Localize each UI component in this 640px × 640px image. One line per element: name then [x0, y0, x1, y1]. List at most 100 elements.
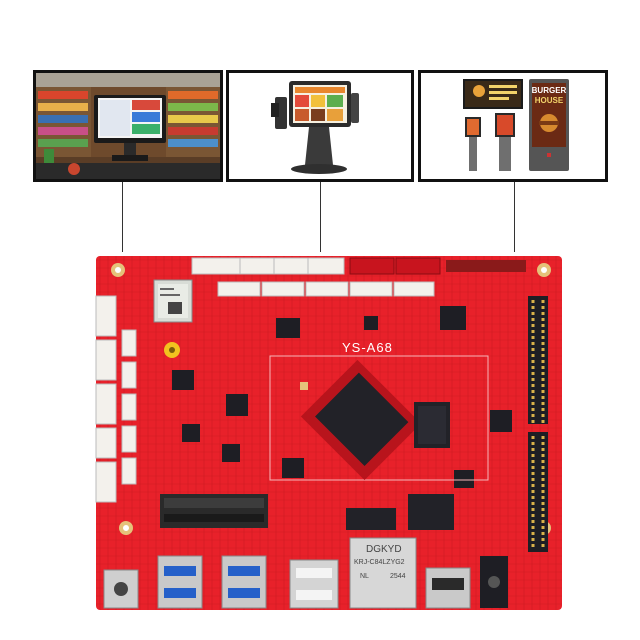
kiosk-scene: BURGER HOUSE: [421, 73, 605, 179]
header-pin: [541, 372, 545, 375]
header-pin: [541, 520, 545, 523]
header-pin: [531, 532, 535, 535]
kiosk-signage-photo: BURGER HOUSE: [418, 70, 608, 182]
header-pin: [531, 496, 535, 499]
dc-power-jack: [103, 569, 139, 609]
emmc-chip: [408, 494, 454, 530]
header-pin: [541, 420, 545, 423]
header-pin: [541, 544, 545, 547]
header-pin: [541, 336, 545, 339]
header-pin: [541, 436, 545, 439]
soc-outline: [269, 355, 489, 481]
header-pin: [541, 384, 545, 387]
header-pin: [531, 478, 535, 481]
connector-line-store: [122, 182, 123, 252]
header-pin: [531, 538, 535, 541]
header-pin: [531, 354, 535, 357]
header-pin: [531, 472, 535, 475]
header-pin: [531, 312, 535, 315]
header-pin: [531, 342, 535, 345]
retail-store-scene: [36, 73, 220, 179]
header-pin: [541, 442, 545, 445]
header-pin: [541, 354, 545, 357]
right-pin-headers: [528, 296, 548, 552]
header-pin: [541, 360, 545, 363]
header-pin: [541, 396, 545, 399]
header-pin: [531, 378, 535, 381]
header-pin: [531, 420, 535, 423]
header-pin: [531, 330, 535, 333]
header-pin: [531, 484, 535, 487]
header-pin: [541, 402, 545, 405]
large-kiosk: [529, 79, 569, 171]
header-pin: [541, 472, 545, 475]
header-pin: [541, 300, 545, 303]
header-pin: [541, 514, 545, 517]
lan-transformer: [346, 508, 396, 530]
header-pin: [541, 348, 545, 351]
header-pin: [541, 526, 545, 529]
header-pin: [531, 520, 535, 523]
header-pin: [541, 312, 545, 315]
signage-text-house: HOUSE: [535, 96, 564, 105]
small-ics: [172, 306, 512, 488]
header-pin: [531, 300, 535, 303]
header-pin: [531, 490, 535, 493]
header-pin: [541, 508, 545, 511]
header-pin: [531, 306, 535, 309]
audio-jack: [480, 556, 508, 608]
header-pin: [541, 490, 545, 493]
header-pin: [531, 466, 535, 469]
header-pin: [531, 526, 535, 529]
header-pin: [531, 502, 535, 505]
header-pin: [541, 478, 545, 481]
header-pin: [541, 466, 545, 469]
hdmi-port: [425, 567, 471, 609]
usb3-port-2: [221, 555, 267, 609]
header-pin: [541, 318, 545, 321]
main-soc-chip: [300, 359, 422, 481]
pos-terminal-photo: [226, 70, 414, 182]
header-pin: [531, 436, 535, 439]
header-pin: [531, 460, 535, 463]
header-pin: [541, 378, 545, 381]
header-pin: [541, 460, 545, 463]
header-pin: [531, 408, 535, 411]
header-pin: [541, 414, 545, 417]
top-white-headers: [191, 257, 435, 297]
rj45-brand: DGKYD: [366, 544, 402, 555]
rj45-batch: 2544: [390, 573, 406, 580]
header-pin: [531, 318, 535, 321]
signage-text-burger: BURGER: [532, 86, 567, 95]
header-pin: [541, 532, 545, 535]
header-pin: [531, 324, 535, 327]
left-side-headers: [95, 295, 137, 503]
rj45-part-number: KRJ-C84LZYG2: [354, 559, 405, 566]
header-pin: [531, 396, 535, 399]
header-pin: [531, 442, 535, 445]
header-pin: [541, 502, 545, 505]
shelves-right: [166, 87, 220, 157]
rj45-port: [349, 537, 417, 609]
shelves-left: [36, 87, 91, 157]
header-pin: [531, 348, 535, 351]
retail-store-photo: [33, 70, 223, 182]
m2-slot: [160, 494, 268, 528]
header-pin: [541, 538, 545, 541]
top-red-headers: [349, 257, 441, 275]
small-kiosk-middle: [495, 113, 515, 171]
menu-board: [463, 79, 523, 109]
dual-screen-pos: [271, 81, 359, 174]
header-pin: [531, 390, 535, 393]
header-pin: [531, 336, 535, 339]
header-pin: [541, 448, 545, 451]
pos-terminal-scene: [229, 73, 411, 179]
header-pin: [541, 484, 545, 487]
header-pin: [531, 454, 535, 457]
usb2-port: [289, 559, 339, 609]
header-pin: [541, 330, 545, 333]
small-kiosk-left: [465, 117, 481, 171]
header-pin: [531, 448, 535, 451]
header-pin: [541, 454, 545, 457]
